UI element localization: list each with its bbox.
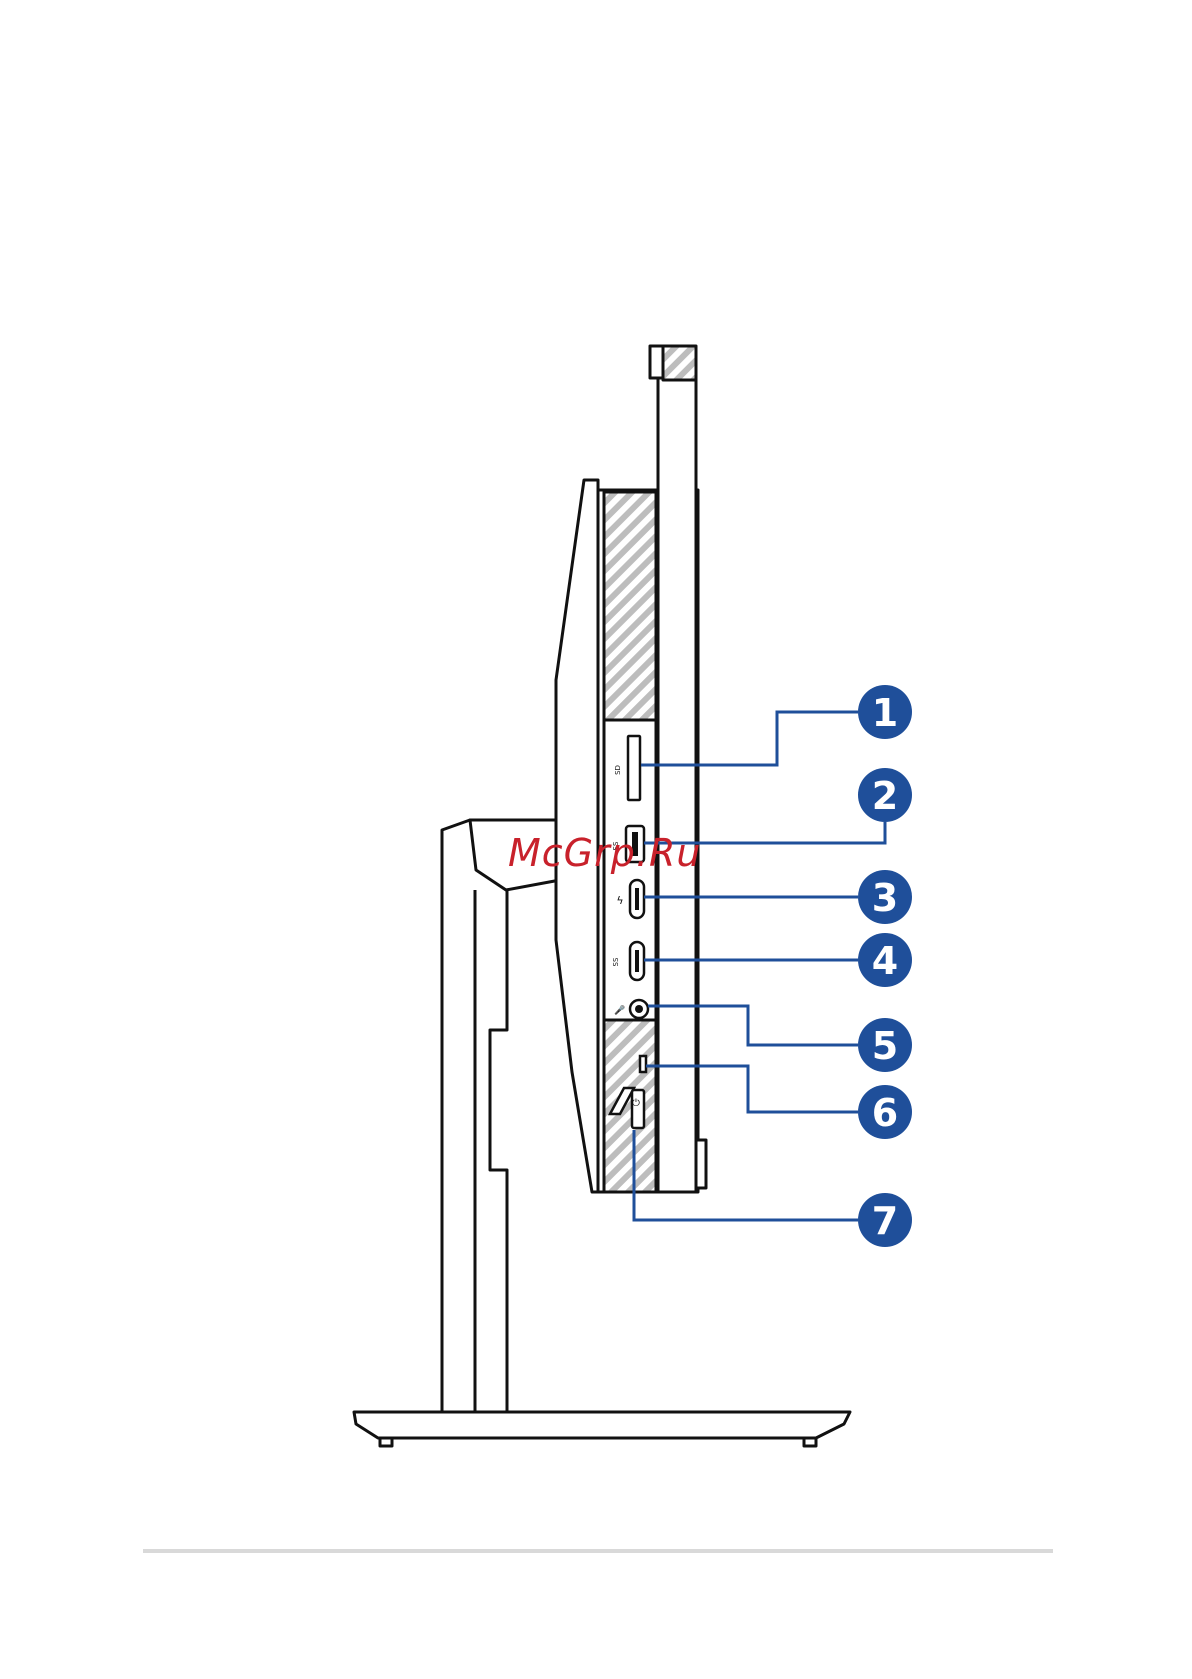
power-led <box>640 1056 646 1072</box>
vent-upper <box>604 492 656 720</box>
bottom-bracket <box>696 1140 706 1188</box>
usb-c-tongue <box>635 950 639 972</box>
stand-foot-right <box>804 1438 816 1446</box>
callout-4: 4 <box>858 933 912 987</box>
callout-4-number: 4 <box>872 939 898 983</box>
callout-3-number: 3 <box>872 876 898 920</box>
power-glyph: ⏻ <box>632 1098 640 1109</box>
vent-lower <box>604 1020 656 1192</box>
audio-jack-glyph: 🎤 <box>614 1004 625 1016</box>
footer-rule <box>143 1549 1053 1553</box>
webcam-housing <box>663 346 696 380</box>
stand-foot-left <box>380 1438 392 1446</box>
callout-7: 7 <box>858 1193 912 1247</box>
callout-1: 1 <box>858 685 912 739</box>
callout-3: 3 <box>858 870 912 924</box>
card-reader-slot <box>628 736 640 800</box>
thunderbolt-tongue <box>635 888 639 910</box>
callout-2: 2 <box>858 768 912 822</box>
watermark-text: McGrp.Ru <box>508 831 701 875</box>
callout-1-number: 1 <box>872 691 898 735</box>
callout-5: 5 <box>858 1018 912 1072</box>
usb-c-glyph: SS <box>612 957 620 966</box>
stand-neck <box>442 820 560 1412</box>
callout-5-number: 5 <box>872 1024 898 1068</box>
thunderbolt-glyph: ϟ <box>616 894 623 907</box>
stand-base <box>354 1412 850 1438</box>
card-reader-glyph: SD <box>614 765 622 775</box>
webcam-clip <box>650 346 663 378</box>
display-panel <box>658 378 696 1192</box>
callout-2-number: 2 <box>872 774 898 818</box>
power-button <box>632 1090 644 1128</box>
callouts: 1 2 3 4 5 6 7 <box>858 685 912 1247</box>
callout-7-number: 7 <box>872 1199 898 1243</box>
callout-6-number: 6 <box>872 1091 898 1135</box>
callout-6: 6 <box>858 1085 912 1139</box>
audio-jack-hole <box>635 1005 643 1013</box>
